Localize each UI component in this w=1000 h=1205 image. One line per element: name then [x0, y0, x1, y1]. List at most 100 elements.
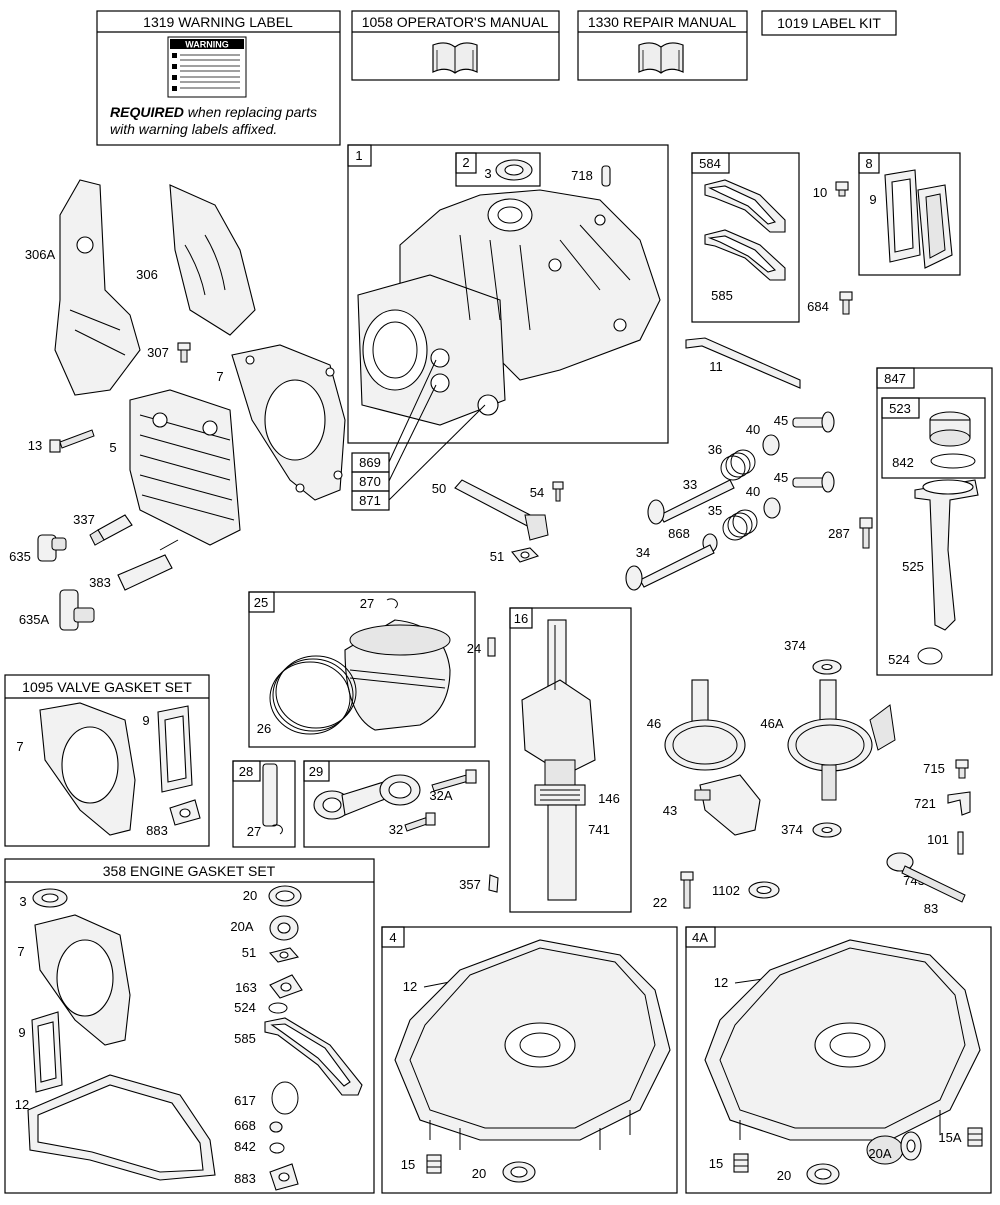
callout-43: 43	[663, 803, 677, 818]
callout-9: 9	[869, 192, 876, 207]
cylinder-head	[129, 389, 241, 546]
callout-32: 32	[389, 822, 403, 837]
ignition-armature	[117, 539, 179, 591]
valve-33	[647, 479, 735, 525]
callout-34: 34	[636, 545, 650, 560]
piston	[344, 619, 451, 731]
callout-40-upper: 40	[746, 422, 760, 437]
engine-set-callout-20A: 20A	[230, 919, 253, 934]
washer-374-upper	[812, 659, 842, 675]
callout-847: 847	[884, 371, 906, 386]
callout-29: 29	[309, 764, 323, 779]
book-icon	[638, 42, 684, 74]
o-ring-842	[930, 453, 976, 469]
o-ring-842-kit	[269, 1142, 285, 1154]
spark-plug	[89, 514, 133, 546]
callout-1102: 1102	[712, 883, 740, 898]
air-guide-306	[169, 184, 256, 336]
spark-plug-boot	[37, 534, 67, 562]
callout-45-upper: 45	[774, 413, 788, 428]
callout-721: 721	[914, 796, 936, 811]
breather-tube	[454, 479, 549, 541]
head-bolt	[49, 429, 95, 453]
callout-7: 7	[216, 369, 223, 384]
callout-45-lower: 45	[774, 470, 788, 485]
engine-set-callout-842: 842	[234, 1139, 256, 1154]
cylinder-block	[357, 189, 661, 426]
callout-27-lower: 27	[247, 824, 261, 839]
gasket-51	[511, 547, 540, 563]
gasket-585-kit	[264, 1017, 363, 1096]
callout-24: 24	[467, 641, 481, 656]
callout-2: 2	[462, 155, 469, 170]
dipstick-cap	[929, 411, 971, 447]
callout-524: 524	[888, 652, 910, 667]
connecting-rod-group: 29 32A 32	[303, 760, 490, 848]
sump-4A	[704, 939, 981, 1165]
callout-50: 50	[432, 481, 446, 496]
engine-gasket-set-box: 358 ENGINE GASKET SET 3 7 9 12 20 20A	[4, 858, 375, 1194]
connecting-rod	[313, 774, 421, 820]
crankcase-gasket-kit	[27, 1074, 216, 1181]
callout-28: 28	[239, 764, 253, 779]
cylinder-head-gasket	[231, 344, 346, 501]
head-gasket-kit	[39, 702, 136, 836]
callout-3: 3	[484, 166, 491, 181]
key-24	[487, 637, 496, 657]
engine-gasket-set-title: 358 ENGINE GASKET SET	[103, 863, 276, 879]
sump-4A-group: 4A 12 15 20 20A 15A	[685, 926, 992, 1194]
callout-306: 306	[136, 267, 158, 282]
required-notice-line1: REQUIRED when replacing parts	[110, 104, 317, 120]
callout-868: 868	[668, 526, 690, 541]
callout-869: 869	[359, 455, 381, 470]
callout-307: 307	[147, 345, 169, 360]
valve-lower	[792, 471, 835, 493]
callout-26: 26	[257, 721, 271, 736]
engine-set-callout-668: 668	[234, 1118, 256, 1133]
engine-set-callout-7: 7	[17, 944, 24, 959]
callout-5: 5	[109, 440, 116, 455]
callout-287: 287	[828, 526, 850, 541]
valve-gasket-set-title: 1095 VALVE GASKET SET	[22, 679, 192, 695]
engine-set-callout-51: 51	[242, 945, 256, 960]
valve-gasket-set-box: 1095 VALVE GASKET SET 7 9 883	[4, 674, 210, 847]
callout-684: 684	[807, 299, 829, 314]
callout-718: 718	[571, 168, 593, 183]
piston-rings	[269, 655, 357, 735]
retainer-lower	[763, 497, 781, 519]
o-ring-617-kit	[271, 1081, 299, 1115]
callout-51: 51	[490, 549, 504, 564]
callout-635A: 635A	[19, 612, 50, 627]
callout-146: 146	[598, 791, 620, 806]
gasket-163-kit	[269, 974, 303, 999]
plug-15A	[967, 1127, 983, 1147]
callout-741: 741	[588, 822, 610, 837]
camshaft-46	[664, 679, 746, 771]
pin-101	[957, 831, 964, 855]
callout-8: 8	[865, 156, 872, 171]
callout-22: 22	[653, 895, 667, 910]
callout-11: 11	[709, 359, 723, 374]
screw-10	[835, 181, 849, 197]
sump-4A-callout-20A: 20A	[868, 1146, 891, 1161]
gasket-883-engine-kit	[269, 1163, 299, 1191]
sump-4-callout-15: 15	[401, 1157, 415, 1172]
seal-668-kit	[269, 1121, 283, 1133]
valve-set-callout-7: 7	[16, 739, 23, 754]
operators-manual-title: 1058 OPERATOR'S MANUAL	[362, 14, 549, 30]
engine-set-callout-12: 12	[15, 1097, 29, 1112]
camshaft-46A	[787, 679, 896, 801]
valve-34	[625, 544, 715, 591]
head-gasket-engine-kit	[34, 914, 131, 1046]
piston-group: 25 27 26	[248, 591, 476, 748]
callout-40-lower: 40	[746, 484, 760, 499]
callout-842: 842	[892, 455, 914, 470]
oil-fill-tube-11: 11	[685, 337, 801, 389]
callout-523: 523	[889, 401, 911, 416]
seal-1102	[748, 881, 780, 899]
dipstick-tube-group: 847 523 842 525 524	[876, 367, 993, 676]
governor-shaft	[886, 852, 966, 903]
label-kit-title: 1019 LABEL KIT	[777, 15, 881, 31]
callout-25: 25	[254, 595, 268, 610]
callout-54: 54	[530, 485, 544, 500]
